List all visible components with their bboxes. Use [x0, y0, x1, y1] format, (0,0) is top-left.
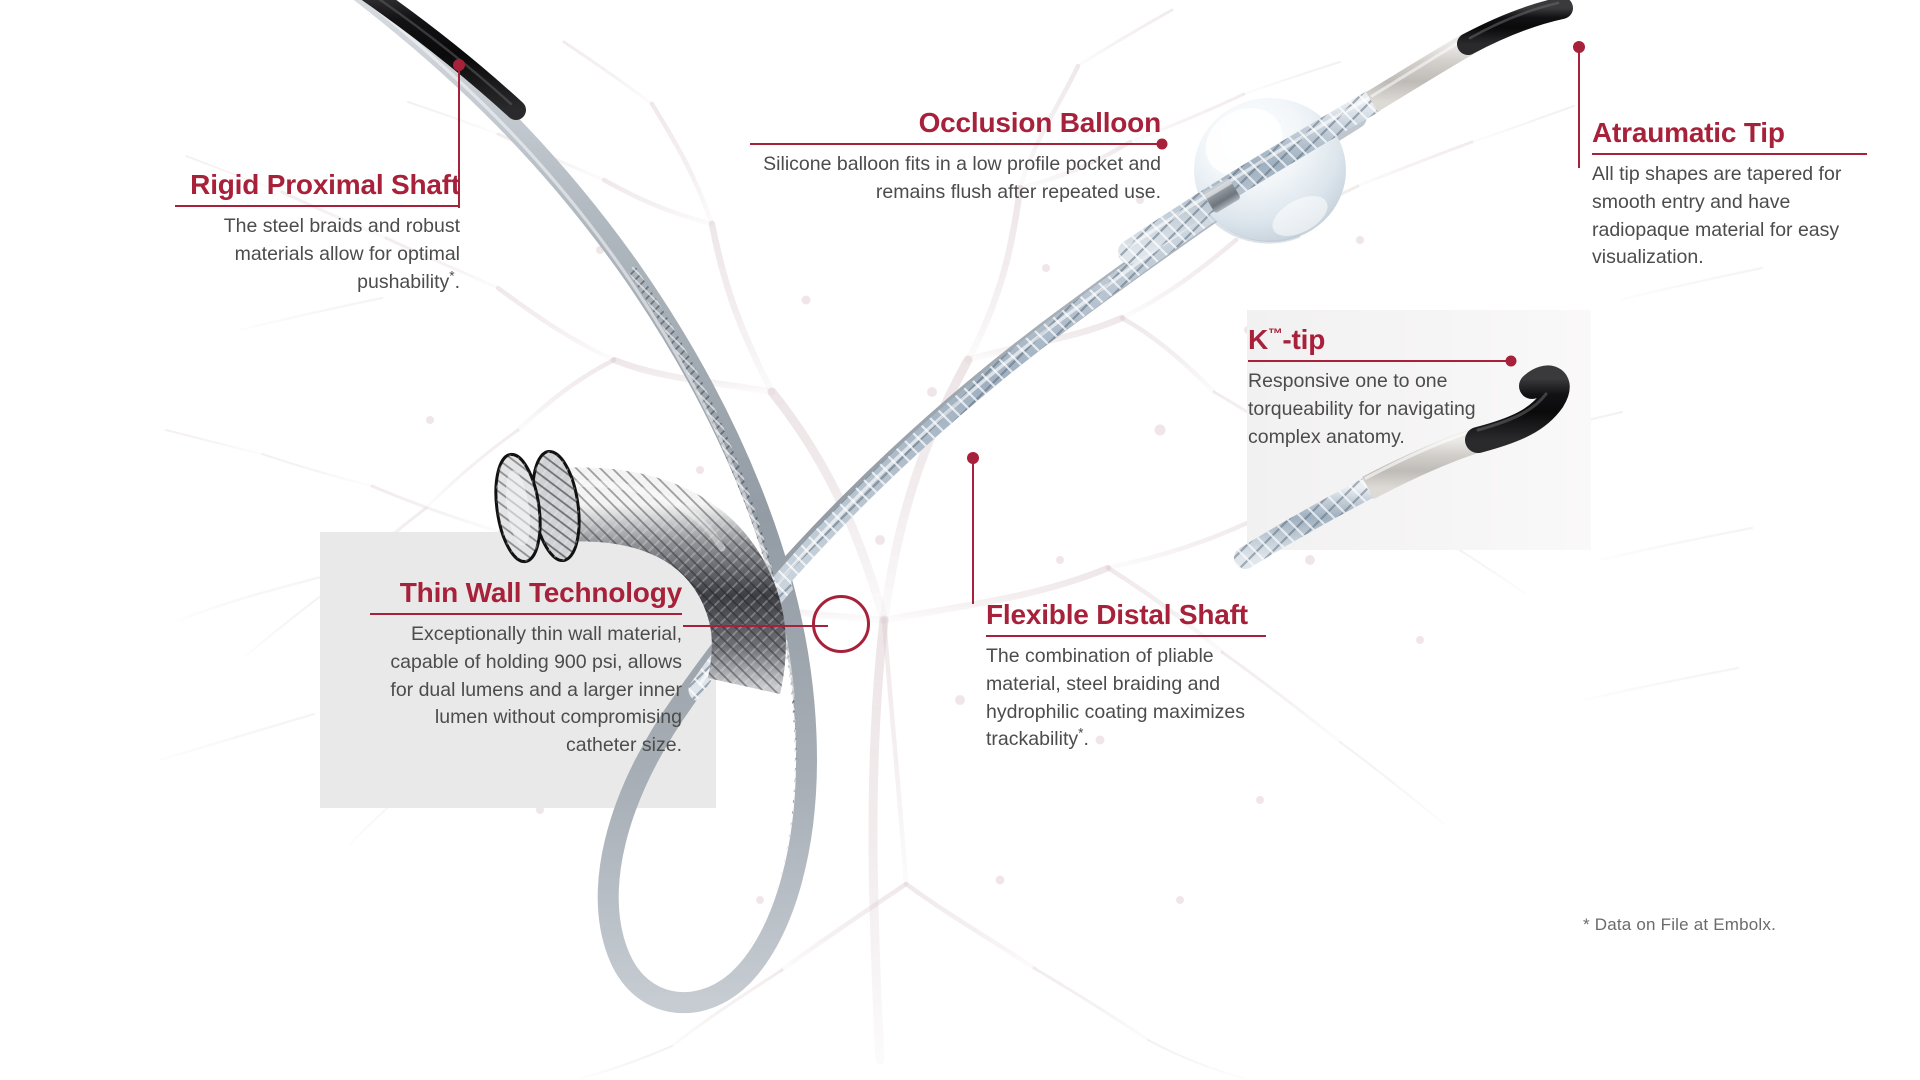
- callout-rule-k-tip: [1248, 360, 1510, 363]
- leader-line-atraumatic-tip: [1578, 47, 1580, 168]
- leader-line-thin-wall-technology: [683, 625, 828, 627]
- callout-rule-thin-wall-technology: [370, 613, 682, 616]
- footnote: * Data on File at Embolx.: [1583, 915, 1777, 934]
- leader-dot-rigid-proximal-shaft: [453, 59, 465, 71]
- leader-dot-atraumatic-tip: [1573, 41, 1585, 53]
- callout-body-rigid-proximal-shaft: The steel braids and robust materials al…: [175, 213, 460, 296]
- callout-title-thin-wall-technology: Thin Wall Technology: [399, 577, 682, 608]
- leader-ring-thin-wall-technology: [812, 595, 870, 653]
- leader-dot-flexible-distal-shaft: [967, 452, 979, 464]
- callout-title-k-tip: K™-tip: [1248, 324, 1510, 355]
- callout-body-period-flexible-distal-shaft: .: [1083, 728, 1089, 751]
- callout-body-k-tip: Responsive one to one torqueability for …: [1248, 370, 1476, 448]
- callout-title-flexible-distal-shaft: Flexible Distal Shaft: [986, 599, 1248, 630]
- callout-rule-atraumatic-tip: [1592, 153, 1867, 156]
- callout-body-text-rigid-proximal-shaft: The steel braids and robust materials al…: [223, 215, 460, 293]
- callout-occlusion-balloon: Occlusion Balloon Silicone balloon fits …: [750, 107, 1162, 207]
- callout-title-atraumatic-tip: Atraumatic Tip: [1592, 117, 1785, 148]
- callout-body-occlusion-balloon: Silicone balloon fits in a low profile p…: [763, 153, 1161, 203]
- trademark-icon: ™: [1268, 326, 1283, 343]
- callout-rule-occlusion-balloon: [750, 143, 1161, 146]
- callout-rule-flexible-distal-shaft: [986, 635, 1266, 638]
- callout-title-rigid-proximal-shaft: Rigid Proximal Shaft: [190, 169, 460, 200]
- callout-rigid-proximal-shaft: Rigid Proximal Shaft The steel braids an…: [175, 169, 460, 296]
- callout-title-occlusion-balloon: Occlusion Balloon: [918, 107, 1162, 138]
- callout-k-tip: K™-tip Responsive one to one torqueabili…: [1248, 324, 1510, 451]
- callout-title-k-tip-suffix: -tip: [1282, 324, 1326, 355]
- callout-body-flexible-distal-shaft: The combination of pliable material, ste…: [986, 643, 1266, 754]
- callout-title-k-tip-letter: K: [1248, 324, 1269, 355]
- callout-rule-rigid-proximal-shaft: [175, 205, 460, 208]
- callout-thin-wall-technology: Thin Wall Technology Exceptionally thin …: [370, 577, 682, 760]
- callout-flexible-distal-shaft: Flexible Distal Shaft The combination of…: [986, 599, 1266, 754]
- leader-line-flexible-distal-shaft: [972, 458, 974, 604]
- callout-body-period-rigid-proximal-shaft: .: [454, 270, 460, 293]
- callout-body-thin-wall-technology: Exceptionally thin wall material, capabl…: [390, 623, 682, 756]
- callout-atraumatic-tip: Atraumatic Tip All tip shapes are tapere…: [1592, 117, 1867, 272]
- callout-body-atraumatic-tip: All tip shapes are tapered for smooth en…: [1592, 163, 1842, 269]
- callout-body-text-flexible-distal-shaft: The combination of pliable material, ste…: [986, 645, 1246, 751]
